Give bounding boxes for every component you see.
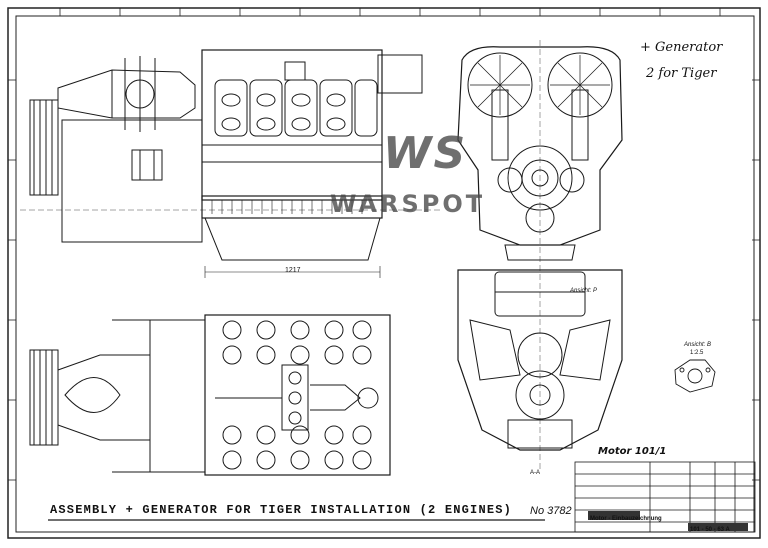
title-block-name: Motor - Einbauzeichnung xyxy=(590,516,662,522)
engine-side-view xyxy=(20,49,440,278)
engine-front-view xyxy=(457,40,623,265)
detail-view-b xyxy=(674,359,716,393)
title-block-number: 101 - 50 - 63 A xyxy=(690,527,730,533)
view-label-p: Ansicht: P xyxy=(570,288,598,294)
drawing-caption: ASSEMBLY + GENERATOR FOR TIGER INSTALLAT… xyxy=(50,503,513,517)
dimension-section: A-A xyxy=(530,470,541,476)
view-scale-b: 1:2.5 xyxy=(690,350,704,356)
watermark-logo: WS xyxy=(383,128,468,179)
watermark-text: WARSPOT xyxy=(330,190,486,218)
dimension-length: 1217 xyxy=(285,267,301,274)
handwritten-note-line2: 2 for Tiger xyxy=(646,66,717,81)
handwritten-note-line1: + Generator xyxy=(640,40,723,55)
engine-label: Motor 101/1 xyxy=(598,446,667,457)
view-label-b: Ansicht: B xyxy=(684,342,712,348)
drawing-frame xyxy=(7,7,761,539)
drawing-number: No 3782 xyxy=(530,505,572,517)
engine-rear-view xyxy=(457,265,623,470)
engine-top-view xyxy=(29,314,391,476)
title-block xyxy=(574,461,756,533)
